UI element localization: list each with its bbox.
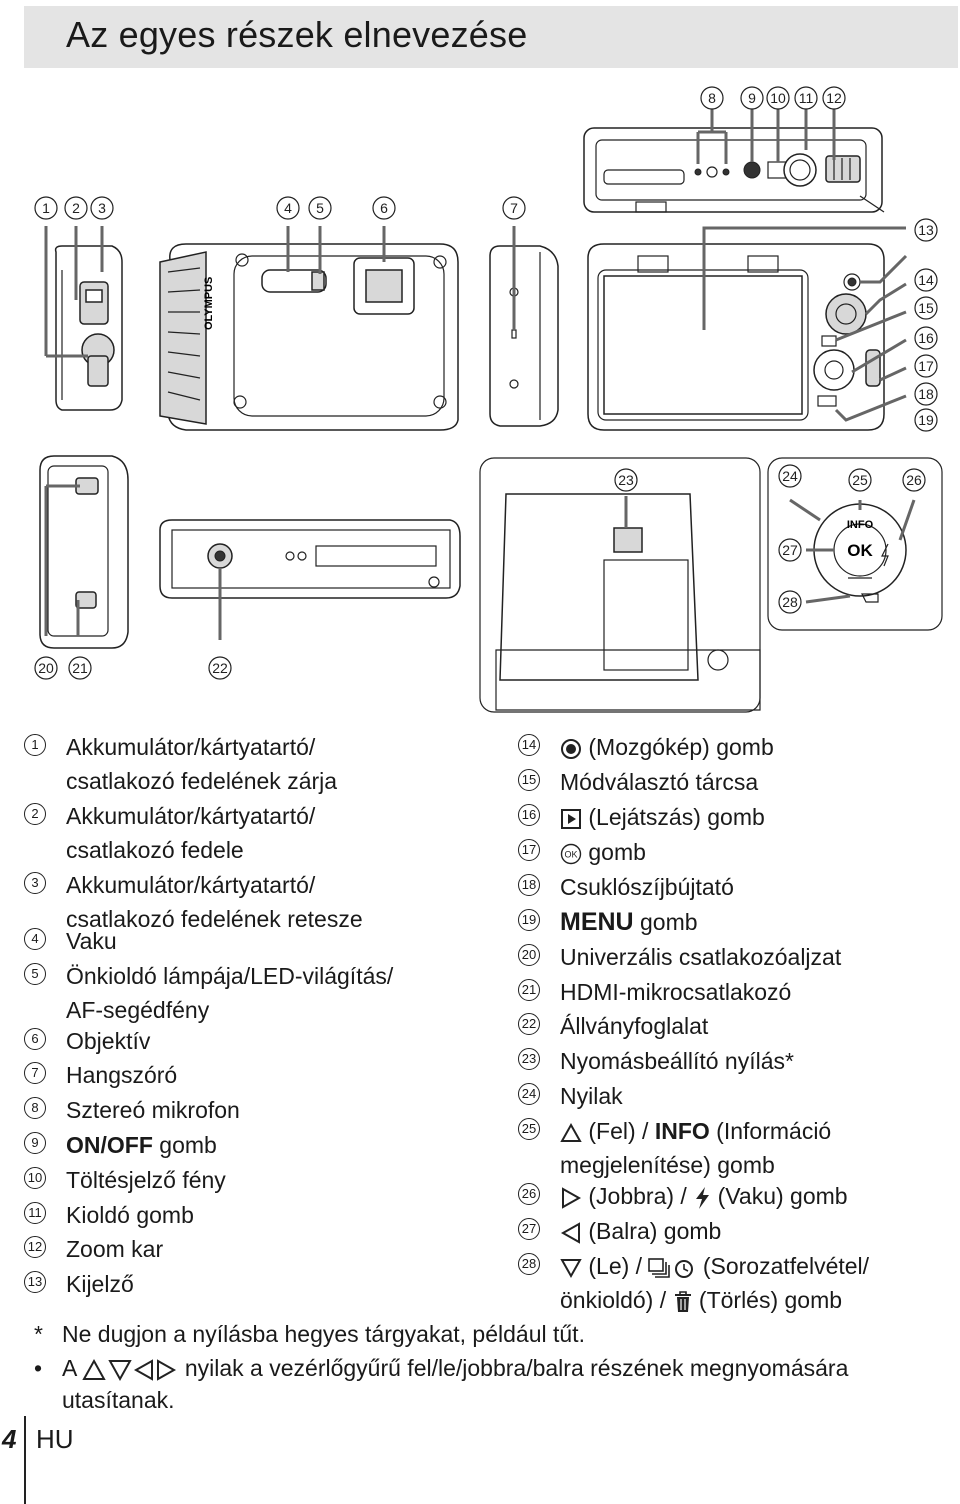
brand-text: OLYMPUS bbox=[203, 277, 215, 330]
callout-10: 10 bbox=[766, 86, 790, 110]
callout-8: 8 bbox=[700, 86, 724, 110]
callout-16: 16 bbox=[914, 326, 938, 350]
flash-icon bbox=[696, 1186, 710, 1209]
svg-text:21: 21 bbox=[72, 660, 88, 676]
svg-text:14: 14 bbox=[918, 272, 934, 288]
callout-25: 25 bbox=[848, 468, 872, 492]
callout-20: 20 bbox=[34, 656, 58, 680]
callout-26: 26 bbox=[902, 468, 926, 492]
camera-side-view-left bbox=[44, 226, 123, 411]
callout-6: 6 bbox=[372, 196, 396, 220]
footnote-asterisk: * bbox=[34, 1321, 43, 1347]
callout-11: 11 bbox=[794, 86, 818, 110]
right-arrow-icon bbox=[562, 1187, 582, 1209]
callout-28: 28 bbox=[778, 590, 802, 614]
svg-text:4: 4 bbox=[284, 200, 292, 216]
svg-text:15: 15 bbox=[918, 300, 934, 316]
camera-top-view bbox=[583, 108, 885, 213]
camera-back-view bbox=[587, 226, 908, 431]
svg-text:12: 12 bbox=[826, 90, 842, 106]
svg-text:23: 23 bbox=[618, 472, 634, 488]
footnote-bullet: • bbox=[34, 1355, 43, 1381]
page-number: 4 bbox=[2, 1424, 17, 1454]
camera-side-view-right bbox=[489, 226, 559, 427]
footnote-2-line2: utasítanak. bbox=[62, 1387, 175, 1413]
svg-text:2: 2 bbox=[72, 200, 80, 216]
callout-4: 4 bbox=[276, 196, 300, 220]
dial-info-text: INFO bbox=[847, 519, 874, 531]
up-arrow-icon bbox=[560, 1122, 582, 1142]
callout-19: 19 bbox=[914, 408, 938, 432]
callout-1: 1 bbox=[34, 196, 58, 220]
svg-text:1: 1 bbox=[42, 200, 50, 216]
footnote-1: Ne dugjon a nyílásba hegyes tárgyakat, p… bbox=[62, 1321, 585, 1347]
down-arrow-icon bbox=[560, 1258, 582, 1278]
callout-24: 24 bbox=[778, 464, 802, 488]
svg-text:19: 19 bbox=[918, 412, 934, 428]
svg-text:17: 17 bbox=[918, 358, 934, 374]
camera-diagram-svg: .ln { stroke:#222; fill:none; stroke-wid… bbox=[34, 86, 943, 713]
callout-13: 13 bbox=[914, 218, 938, 242]
callout-23: 23 bbox=[614, 468, 638, 492]
svg-text:13: 13 bbox=[918, 222, 934, 238]
svg-text:24: 24 bbox=[782, 468, 798, 484]
svg-text:3: 3 bbox=[98, 200, 106, 216]
callout-15: 15 bbox=[914, 296, 938, 320]
svg-text:7: 7 bbox=[510, 200, 518, 216]
callout-3: 3 bbox=[90, 196, 114, 220]
playback-icon bbox=[561, 808, 581, 829]
callout-21: 21 bbox=[68, 656, 92, 680]
svg-text:9: 9 bbox=[748, 90, 756, 106]
camera-bottom-view bbox=[159, 519, 461, 640]
control-dial-detail: INFO OK bbox=[767, 457, 943, 631]
callout-27: 27 bbox=[778, 538, 802, 562]
camera-diagram: .ln { stroke:#222; fill:none; stroke-wid… bbox=[0, 80, 960, 720]
sequential-selftimer-icon bbox=[648, 1258, 694, 1278]
svg-text:22: 22 bbox=[212, 660, 228, 676]
page-title: Az egyes részek elnevezése bbox=[66, 14, 528, 55]
svg-text:16: 16 bbox=[918, 330, 934, 346]
ok-icon: OK bbox=[560, 843, 582, 865]
arrow-keys-icon bbox=[82, 1358, 177, 1381]
svg-text:26: 26 bbox=[906, 472, 922, 488]
callout-22: 22 bbox=[208, 656, 232, 680]
trash-icon bbox=[674, 1291, 691, 1312]
svg-text:18: 18 bbox=[918, 386, 934, 402]
callout-12: 12 bbox=[822, 86, 846, 110]
footnote-2: A nyilak a vezérlőgyűrű fel/le/jobbra/ba… bbox=[62, 1355, 849, 1381]
callout-17: 17 bbox=[914, 354, 938, 378]
svg-text:10: 10 bbox=[770, 90, 786, 106]
callout-numbers: 1 2 3 4 5 6 7 8 9 10 11 12 13 14 15 16 1… bbox=[34, 86, 938, 680]
svg-text:11: 11 bbox=[799, 90, 814, 106]
svg-text:20: 20 bbox=[38, 660, 54, 676]
svg-text:OK: OK bbox=[564, 849, 577, 859]
title-bar bbox=[24, 6, 958, 68]
camera-ports-view bbox=[39, 455, 129, 649]
camera-front-view: OLYMPUS bbox=[159, 226, 459, 431]
callout-9: 9 bbox=[740, 86, 764, 110]
svg-text:6: 6 bbox=[380, 200, 388, 216]
svg-text:5: 5 bbox=[316, 200, 324, 216]
callout-7: 7 bbox=[502, 196, 526, 220]
svg-text:8: 8 bbox=[708, 90, 716, 106]
callout-14: 14 bbox=[914, 268, 938, 292]
left-arrow-icon bbox=[560, 1222, 580, 1244]
page-language: HU bbox=[36, 1424, 74, 1454]
camera-pressure-vent-view bbox=[479, 457, 761, 713]
svg-text:27: 27 bbox=[782, 542, 798, 558]
callout-2: 2 bbox=[64, 196, 88, 220]
page-divider bbox=[24, 1416, 26, 1504]
svg-text:28: 28 bbox=[782, 594, 798, 610]
movie-record-icon bbox=[561, 738, 581, 759]
dial-ok-text: OK bbox=[847, 541, 873, 560]
callout-5: 5 bbox=[308, 196, 332, 220]
svg-text:25: 25 bbox=[852, 472, 868, 488]
callout-18: 18 bbox=[914, 382, 938, 406]
